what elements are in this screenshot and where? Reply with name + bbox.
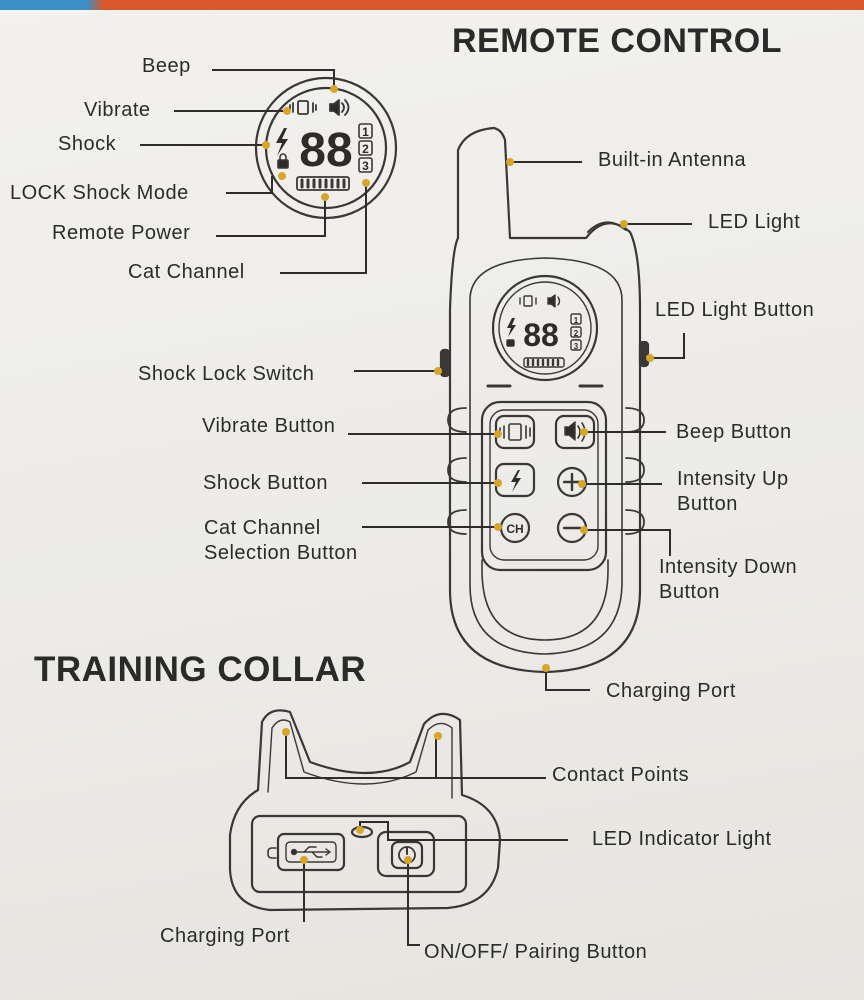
intensity-up-button[interactable] <box>556 466 588 498</box>
remote-lcd-channel-2: 2 <box>574 329 579 338</box>
callout-dots <box>262 85 654 864</box>
lcd-channel-1: 1 <box>362 125 369 139</box>
label-contact-points: Contact Points <box>552 764 690 786</box>
label-beep-button: Beep Button <box>676 421 792 443</box>
label-lock-shock-mode: LOCK Shock Mode <box>10 182 189 204</box>
remote-lcd-icons <box>506 294 582 368</box>
label-intensity-down-line2: Button <box>659 581 720 603</box>
label-shock-lock-switch: Shock Lock Switch <box>138 363 315 385</box>
label-intensity-down-line1: Intensity Down <box>659 556 798 578</box>
label-intensity-down-button: Intensity Down Button <box>659 555 797 605</box>
training-collar-heading: TRAINING COLLAR <box>34 650 367 689</box>
shock-bolt-icon <box>276 128 288 156</box>
label-beep: Beep <box>142 55 191 77</box>
label-intensity-up-line2: Button <box>677 493 738 515</box>
label-built-in-antenna: Built-in Antenna <box>598 149 747 171</box>
top-color-strip <box>0 0 864 10</box>
label-led-indicator-light: LED Indicator Light <box>592 828 772 850</box>
label-collar-charging-port: Charging Port <box>160 925 290 947</box>
usb-icon <box>290 846 331 858</box>
leader-lines <box>140 69 692 946</box>
label-cat-channel: Cat Channel <box>128 261 245 283</box>
channel-button-text: CH <box>506 522 523 536</box>
label-cat-channel-selection-line2: Selection Button <box>204 542 358 564</box>
remote-lcd-digits: 88 <box>523 317 559 353</box>
channel-indicators <box>358 123 373 173</box>
label-intensity-up-button: Intensity Up Button <box>677 467 789 517</box>
remote-control-heading: REMOTE CONTROL <box>452 22 782 60</box>
lcd-channel-3: 3 <box>362 159 369 173</box>
label-cat-channel-selection-button: Cat Channel Selection Button <box>204 516 358 566</box>
speaker-icon <box>329 99 350 116</box>
label-led-light-button: LED Light Button <box>655 299 815 321</box>
label-shock-button: Shock Button <box>203 472 328 494</box>
vibrate-button[interactable] <box>494 414 536 450</box>
label-intensity-up-line1: Intensity Up <box>677 468 789 490</box>
training-collar-receiver <box>228 709 502 912</box>
lcd-channel-2: 2 <box>362 142 369 156</box>
lcd-digits: 88 <box>299 124 352 177</box>
lock-icon <box>277 153 289 169</box>
collar-power-button[interactable] <box>376 830 436 878</box>
vibrate-icon <box>289 100 317 115</box>
remote-lcd-channel-1: 1 <box>574 316 579 325</box>
label-remote-charging-port: Charging Port <box>606 680 736 702</box>
label-remote-power: Remote Power <box>52 222 191 244</box>
battery-bar-icon <box>296 176 350 191</box>
shock-button[interactable] <box>494 462 536 498</box>
remote-lcd-channel-3: 3 <box>574 342 579 351</box>
label-on-off-pairing-button: ON/OFF/ Pairing Button <box>424 941 648 963</box>
lcd-digits-group: 88 1 2 3 88 1 2 3 CH <box>299 124 578 536</box>
lcd-display-zoom <box>254 76 398 220</box>
label-shock: Shock <box>58 133 117 155</box>
label-led-light: LED Light <box>708 211 801 233</box>
remote-control-body <box>439 126 650 674</box>
label-cat-channel-selection-line1: Cat Channel <box>204 517 321 539</box>
label-vibrate: Vibrate <box>84 99 151 121</box>
label-vibrate-button: Vibrate Button <box>202 415 336 437</box>
